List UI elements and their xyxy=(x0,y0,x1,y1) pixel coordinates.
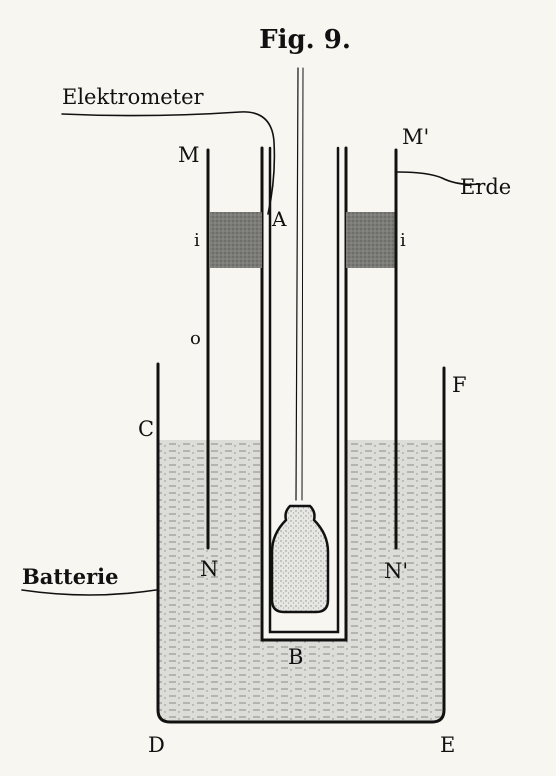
label-C: C xyxy=(138,417,154,441)
label-batterie: Batterie xyxy=(22,564,119,589)
suspension-wire-2 xyxy=(301,67,304,501)
label-D: D xyxy=(148,733,165,757)
label-i-right: i xyxy=(400,230,406,251)
batterie-lead xyxy=(21,589,157,596)
insulator-right xyxy=(346,212,396,268)
label-A: A xyxy=(271,207,287,231)
label-elektrometer: Elektrometer xyxy=(62,85,205,109)
label-N: N xyxy=(200,557,218,581)
inner-vessel-inner-wall xyxy=(268,146,340,634)
outer-liquid xyxy=(158,440,444,722)
label-o: o xyxy=(190,328,201,349)
label-F: F xyxy=(452,373,467,397)
suspension-wire xyxy=(295,67,299,501)
elektrometer-lead xyxy=(61,111,276,215)
suspended-bottle xyxy=(270,504,330,614)
insulator-left xyxy=(210,212,262,268)
label-i-left: i xyxy=(194,230,200,251)
label-M-prime: M' xyxy=(402,125,429,149)
label-B: B xyxy=(288,645,303,669)
figure-title: Fig. 9. xyxy=(259,25,351,55)
label-erde: Erde xyxy=(460,175,511,199)
outer-vessel xyxy=(156,362,446,724)
label-E: E xyxy=(440,733,455,757)
label-N-prime: N' xyxy=(384,559,408,583)
inner-vessel xyxy=(260,146,348,642)
erde-lead xyxy=(397,171,481,186)
label-M: M xyxy=(178,143,200,167)
